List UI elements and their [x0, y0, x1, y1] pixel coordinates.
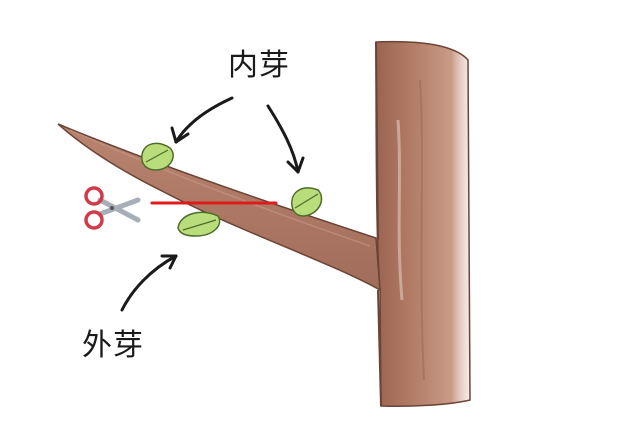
tree-trunk [375, 40, 471, 407]
outer-bud-label: 外芽 [82, 328, 144, 363]
curved-arrow-icon [120, 254, 178, 312]
scissors-icon [84, 186, 141, 230]
curved-arrow-icon [170, 96, 234, 144]
inner-bud-left [141, 142, 174, 171]
tree-branch [57, 123, 381, 292]
inner-bud-right [291, 187, 323, 217]
inner-bud-label: 内芽 [228, 48, 290, 83]
outer-bud [177, 211, 221, 237]
curved-arrow-icon [266, 104, 305, 174]
